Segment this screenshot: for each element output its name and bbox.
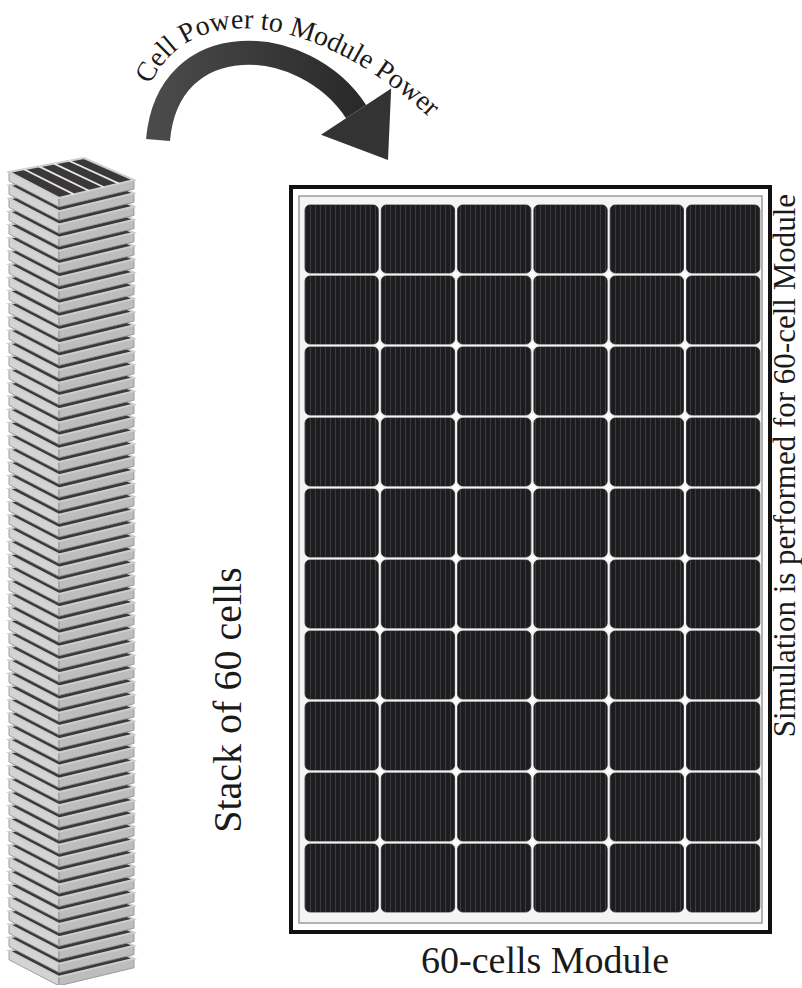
arrow-label: Cell Power to Module Power bbox=[128, 3, 447, 123]
curved-arrow: Cell Power to Module Power bbox=[128, 3, 460, 160]
solar-module: 60-cells Module Simulation is performed f… bbox=[288, 160, 800, 985]
side-note: Simulation is performed for 60-cell Modu… bbox=[769, 193, 800, 736]
cell-stack: Stack of 60 cells bbox=[5, 140, 260, 985]
module-caption: 60-cells Module bbox=[421, 941, 669, 979]
cell-stack-drawing bbox=[5, 140, 145, 985]
stack-label: Stack of 60 cells bbox=[208, 567, 248, 833]
module-drawing bbox=[288, 160, 800, 985]
